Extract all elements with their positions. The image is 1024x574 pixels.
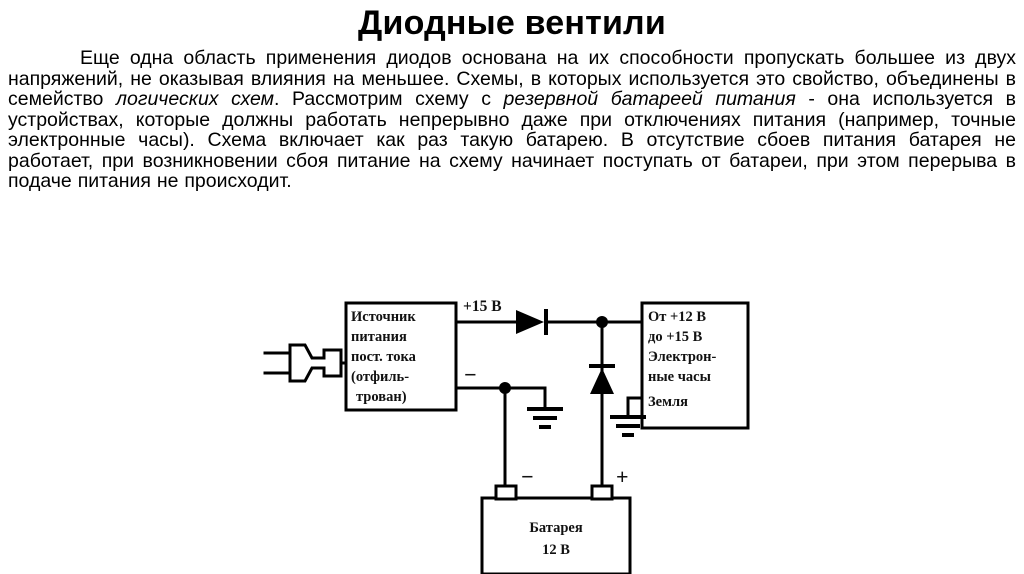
battery-block [480,496,632,574]
power-supply-line-3: пост. тока [351,349,417,365]
label-supply-negative: − [464,362,477,387]
circuit-svg: Источник питания пост. тока (отфиль- тро… [263,298,750,574]
battery-line-2: 12 В [542,542,570,558]
junction-dot-negative [499,382,511,394]
clock-line-1: От +12 В [648,309,706,325]
diode-battery-icon [589,364,615,394]
paragraph-segment: резервной батареей питания [503,88,796,110]
ground-symbol-icon-clock [610,415,646,437]
power-supply-line-4: (отфиль- [351,369,409,385]
label-battery-minus: − [521,464,534,489]
power-supply-block [344,301,458,412]
clock-ground-label: Земля [648,394,688,410]
ground-symbol-icon-supply [527,407,563,429]
battery-terminal-plus [590,484,614,501]
paragraph-segment: . Рассмотрим схему с [273,88,504,110]
label-supply-positive: +15 В [463,298,502,315]
power-supply-line-1: Источник [351,309,416,325]
wire-supply-ground [503,386,547,410]
ac-plug-icon [263,343,348,383]
wire-clock-ground [626,396,644,418]
junction-dot-top [596,316,608,328]
paragraph-segment: логических схем [115,88,274,110]
page-title: Диодные вентили [358,4,666,42]
body-paragraph: Еще одна область применения диодов основ… [8,48,1016,192]
battery-terminal-minus [494,484,518,501]
diode-series-icon [516,309,548,335]
circuit-diagram: Источник питания пост. тока (отфиль- тро… [0,288,1024,574]
paragraph-segment: - она используется в устройствах, которы… [8,88,1016,192]
label-battery-plus: + [616,464,629,489]
paragraph-segment: Еще одна область применения диодов основ… [8,47,1016,110]
clock-block [640,301,750,430]
battery-line-1: Батарея [529,520,583,536]
power-supply-line-2: питания [351,329,407,345]
clock-line-4: ные часы [648,369,711,385]
clock-line-3: Электрон- [648,349,717,365]
power-supply-line-5: трован) [356,389,407,405]
clock-line-2: до +15 В [648,329,703,345]
